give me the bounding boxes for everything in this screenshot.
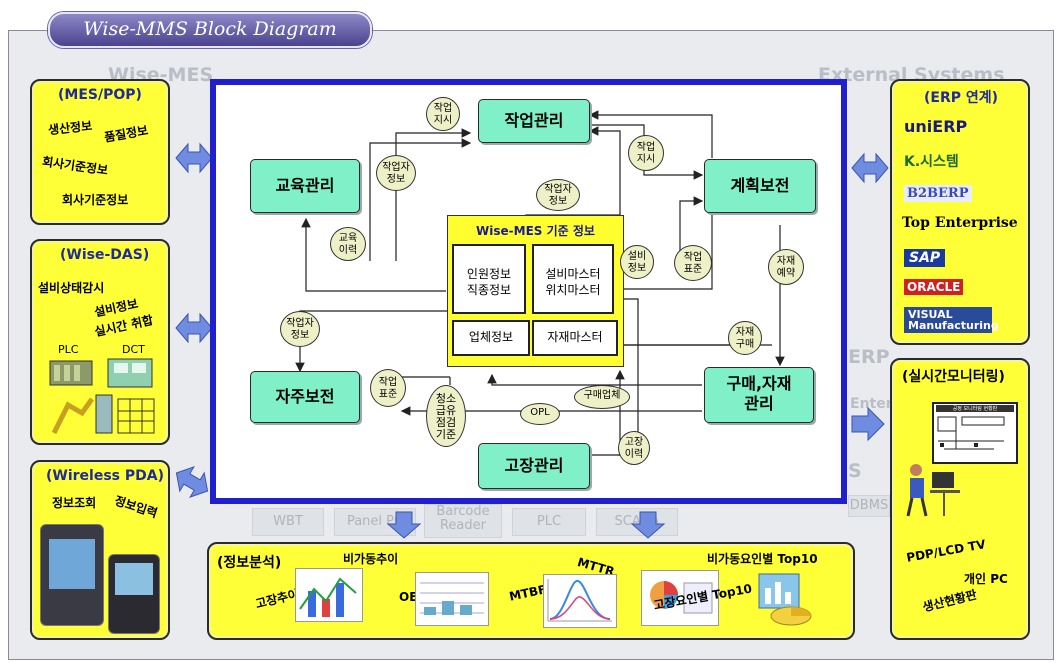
- erp-logo-sap: SAP: [904, 249, 946, 267]
- erp-logo-b2berp: B2BERP: [904, 185, 972, 202]
- standard-info-box: Wise-MES 기준 정보 인원정보 직종정보 설비마스터 위치마스터 업체정…: [447, 215, 624, 367]
- down-arrow-icon: [630, 511, 666, 539]
- material-master-cell: 자재마스터: [532, 320, 618, 356]
- bubble-education-history: 교육 이력: [330, 227, 366, 261]
- pda-item: 정보조회: [52, 496, 97, 510]
- pda-item: 정보입력: [112, 493, 160, 521]
- monitor-item: 개인 PC: [964, 572, 1008, 586]
- panel-analysis: (정보분석) 비가동추이 고장추이 OEE MTBF MTTR 비가동요인별 T…: [207, 542, 855, 640]
- double-arrow-icon: [175, 312, 213, 344]
- panel-erp: (ERP 연계) uniERP K.시스템 B2BERP Top Enterpr…: [890, 79, 1030, 345]
- panel-title: (MES/POP): [58, 87, 142, 103]
- bubble-failure-history: 고장 이력: [618, 431, 650, 465]
- monitor-layout-icon: [937, 416, 1005, 450]
- ghost-box: WBT: [252, 508, 324, 536]
- title-tab: Wise-MMS Block Diagram: [48, 12, 372, 48]
- bubble-work-standard: 작업 표준: [674, 245, 712, 281]
- das-item: 설비상태감시: [38, 281, 105, 295]
- panel-mes-pop: (MES/POP) 생산정보 품질정보 회사기준정보 회사기준정보: [30, 79, 170, 225]
- oee-chart-icon: [415, 572, 489, 626]
- vendor-info-cell: 업체정보: [452, 320, 530, 356]
- panel-wise-das: (Wise-DAS) 설비상태감시 설비정보 실시간 취합 PLC DCT: [30, 239, 170, 445]
- downtime-top10-chart-icon: [641, 570, 719, 626]
- mes-item: 회사기준정보: [41, 154, 109, 178]
- standard-info-title: Wise-MES 기준 정보: [476, 224, 595, 238]
- monitor-item: PDP/LCD TV: [905, 537, 987, 565]
- panel-title: (실시간모니터링): [902, 369, 1005, 385]
- bubble-cleaning-lubrication-inspection: 청소 급유 점검 기준: [426, 385, 466, 447]
- mes-item: 품질정보: [103, 123, 150, 145]
- worker-at-pc-icon: [906, 464, 960, 517]
- right-arrow-icon: [851, 406, 885, 442]
- node-purchase-material: 구매,자재 관리: [704, 367, 814, 423]
- analysis-item: 비가동요인별 Top10: [707, 552, 818, 566]
- node-planned-maintenance: 계획보전: [704, 159, 816, 213]
- panel-title: (Wise-DAS): [60, 247, 150, 263]
- panel-title: (Wireless PDA): [46, 468, 164, 484]
- bubble-worker-info: 작업자 정보: [536, 179, 580, 211]
- block-diagram: 작업관리 교육관리 계획보전 자주보전 구매,자재 관리 고장관리 Wise-M…: [216, 85, 841, 498]
- ghost-box: PLC: [512, 508, 586, 536]
- block-diagram-frame: 작업관리 교육관리 계획보전 자주보전 구매,자재 관리 고장관리 Wise-M…: [210, 79, 847, 504]
- failure-trend-chart-icon: [295, 568, 363, 622]
- erp-logo-ksystem: K.시스템: [904, 154, 959, 170]
- bubble-equipment-info: 설비 정보: [620, 245, 654, 279]
- bubble-vendor-purchase: 구매업체: [574, 385, 630, 409]
- bubble-worker-info: 작업자 정보: [280, 311, 320, 347]
- ghost-dbms: DBMS: [848, 495, 890, 517]
- bubble-material-purchase: 자재 구매: [728, 321, 762, 355]
- erp-logo-top-enterprise: Top Enterprise: [902, 215, 1018, 231]
- node-education-management: 교육관리: [250, 159, 360, 213]
- panel-title: (ERP 연계): [924, 90, 999, 106]
- monitor-item: 생산현황판: [921, 587, 979, 615]
- double-arrow-icon: [175, 142, 213, 174]
- factory-devices-icon: [49, 358, 155, 435]
- ghost-label-enterprise: Enter: [850, 396, 893, 412]
- node-failure-management: 고장관리: [478, 443, 590, 489]
- pda-device-icon: [108, 554, 160, 634]
- down-arrow-icon: [386, 511, 422, 539]
- erp-logo-unierp: uniERP: [904, 117, 968, 136]
- bubble-work-standard: 작업 표준: [370, 369, 406, 407]
- double-arrow-icon: [851, 152, 889, 184]
- ghost-box: Barcode Reader: [424, 504, 502, 538]
- personnel-info-cell: 인원정보 직종정보: [452, 244, 526, 314]
- pie-bar-report-icon: [758, 573, 812, 626]
- panel-wireless-pda: (Wireless PDA) 정보조회 정보입력: [30, 460, 170, 640]
- pda-device-icon: [40, 524, 104, 626]
- page-title: Wise-MMS Block Diagram: [83, 18, 337, 40]
- monitor-screen-title: 공정 모니터링 현황판: [936, 405, 1014, 412]
- monitor-screen: 공정 모니터링 현황판: [932, 402, 1018, 464]
- mes-item: 회사기준정보: [62, 193, 129, 207]
- bubble-work-order: 작업 지시: [426, 97, 460, 131]
- panel-title: (정보분석): [217, 555, 282, 571]
- equipment-master-cell: 설비마스터 위치마스터: [532, 244, 614, 314]
- dct-label: DCT: [122, 343, 145, 356]
- bubble-material-reserve: 자재 예약: [768, 249, 804, 285]
- node-autonomous-maintenance: 자주보전: [250, 371, 360, 423]
- analysis-item: 고장추이: [254, 586, 301, 612]
- bubble-worker-info: 작업자 정보: [376, 155, 416, 191]
- double-arrow-icon: [175, 465, 209, 499]
- ghost-label-erp: ERP: [848, 346, 890, 368]
- mes-item: 생산정보: [47, 118, 93, 138]
- bubble-opl: OPL: [520, 403, 560, 425]
- bubble-work-order: 작업 지시: [628, 135, 664, 171]
- erp-logo-visual-manufacturing: VISUAL Manufacturing: [904, 307, 999, 333]
- plc-label: PLC: [58, 343, 79, 356]
- mtbf-mttr-chart-icon: [543, 574, 617, 628]
- panel-monitoring: (실시간모니터링) 공정 모니터링 현황판 PDP/LCD TV 개인 PC 생…: [890, 358, 1030, 640]
- analysis-item: MTBF: [507, 582, 548, 604]
- ghost-label-ms: S: [848, 460, 862, 482]
- node-work-management: 작업관리: [478, 99, 590, 143]
- erp-logo-oracle: ORACLE: [904, 279, 964, 295]
- analysis-item: 비가동추이: [343, 552, 399, 566]
